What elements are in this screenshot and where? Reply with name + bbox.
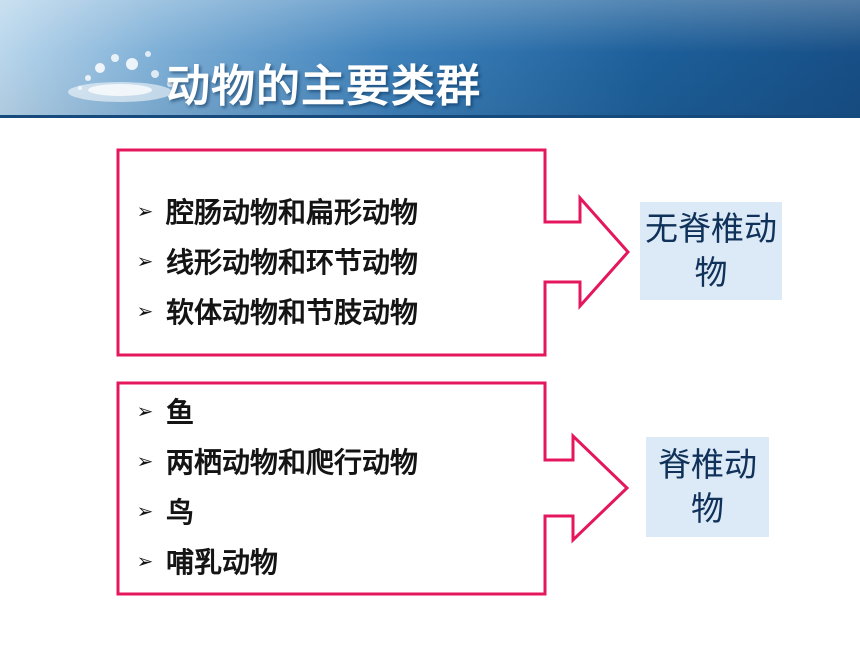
arrowhead-bullet-icon: ➢ — [136, 399, 154, 423]
arrow-shape-invertebrates — [116, 148, 631, 357]
list-item: ➢ 哺乳动物 — [134, 536, 418, 586]
list-item: ➢ 软体动物和节肢动物 — [134, 286, 418, 336]
list-item: ➢ 鱼 — [134, 386, 418, 436]
list-item-text: 鱼 — [166, 396, 195, 429]
water-splash-icon — [68, 51, 173, 102]
slide-title: 动物的主要类群 — [166, 61, 481, 112]
invertebrate-group-list: ➢ 腔肠动物和扁形动物 ➢ 线形动物和环节动物 ➢ 软体动物和节肢动物 — [134, 186, 418, 336]
arrowhead-bullet-icon: ➢ — [136, 299, 154, 323]
invertebrate-label: 无脊椎动物 — [640, 202, 782, 300]
list-item-text: 软体动物和节肢动物 — [166, 296, 419, 329]
list-item-text: 鸟 — [166, 496, 195, 529]
list-item-text: 哺乳动物 — [166, 546, 279, 579]
arrowhead-bullet-icon: ➢ — [136, 449, 154, 473]
list-item: ➢ 两栖动物和爬行动物 — [134, 436, 418, 486]
vertebrate-label: 脊椎动物 — [646, 437, 769, 537]
list-item: ➢ 鸟 — [134, 486, 418, 536]
vertebrate-group-list: ➢ 鱼 ➢ 两栖动物和爬行动物 ➢ 鸟 ➢ 哺乳动物 — [134, 386, 418, 586]
list-item-text: 两栖动物和爬行动物 — [166, 446, 419, 479]
arrowhead-bullet-icon: ➢ — [136, 499, 154, 523]
list-item: ➢ 腔肠动物和扁形动物 — [134, 186, 418, 236]
arrow-shape-vertebrates — [116, 381, 630, 596]
list-item: ➢ 线形动物和环节动物 — [134, 236, 418, 286]
arrowhead-bullet-icon: ➢ — [136, 249, 154, 273]
header-banner — [0, 0, 860, 118]
list-item-text: 腔肠动物和扁形动物 — [166, 196, 419, 229]
vertebrate-label-text: 脊椎动物 — [658, 445, 757, 528]
arrowhead-bullet-icon: ➢ — [136, 199, 154, 223]
arrowhead-bullet-icon: ➢ — [136, 549, 154, 573]
list-item-text: 线形动物和环节动物 — [166, 246, 419, 279]
invertebrate-label-text: 无脊椎动物 — [645, 209, 777, 292]
